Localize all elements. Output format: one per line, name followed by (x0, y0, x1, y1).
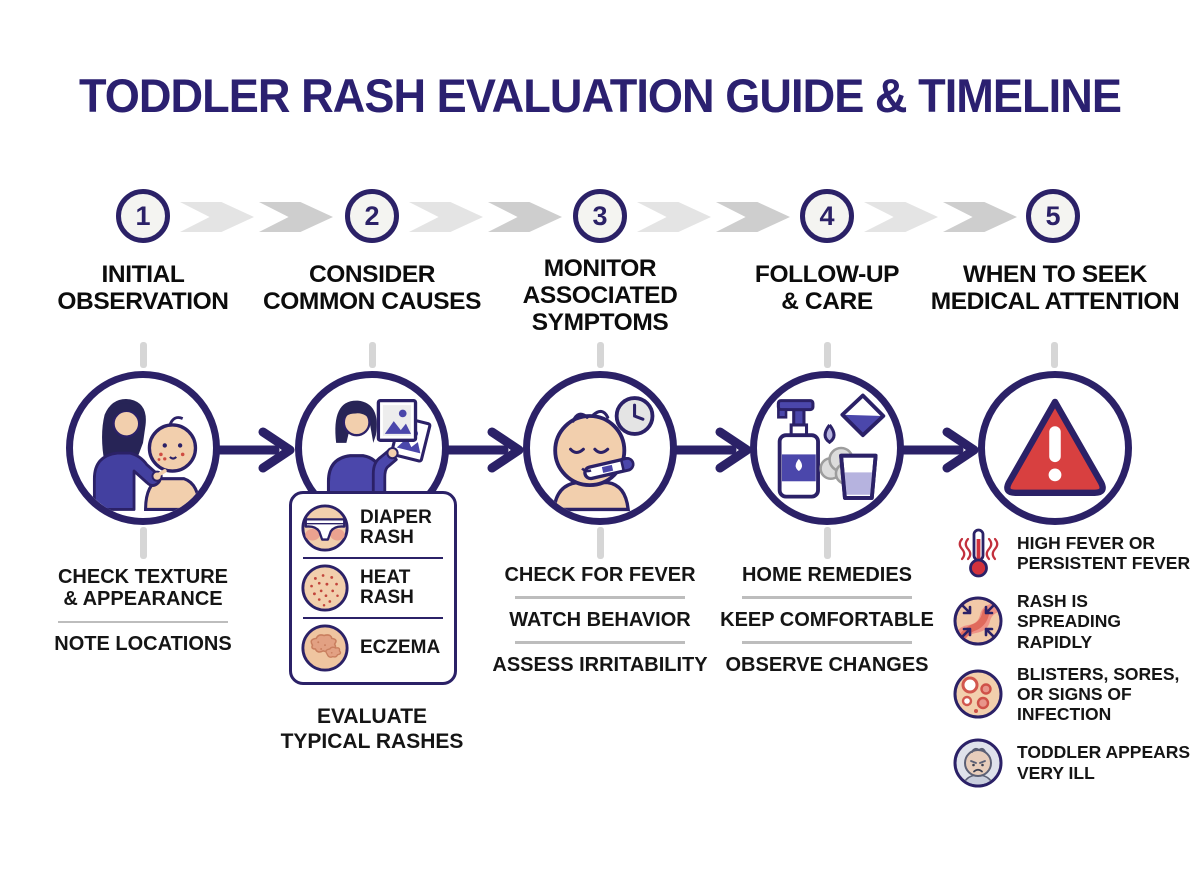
ill-toddler-icon (953, 738, 1003, 788)
warning-row: RASH IS SPREADING RAPIDLY (952, 591, 1194, 652)
connector-line (597, 527, 604, 559)
step-5-warnings: HIGH FEVER OR PERSISTENT FEVER RASH IS S… (952, 527, 1194, 789)
warning-label: HIGH FEVER OR PERSISTENT FEVER (1017, 532, 1191, 573)
chevron-right-icon (637, 202, 711, 232)
timeline-chevrons-4 (864, 200, 1017, 234)
warning-triangle-icon (1004, 398, 1106, 496)
warning-label: RASH IS SPREADING RAPIDLY (1017, 591, 1122, 652)
flow-arrow-icon (446, 427, 524, 473)
warning-label: TODDLER APPEARS VERY ILL (1017, 742, 1191, 783)
list-item: CHECK TEXTURE & APPEARANCE (57, 566, 228, 611)
connector-line (369, 342, 376, 368)
diaper-rash-icon (301, 504, 349, 552)
warning-row: HIGH FEVER OR PERSISTENT FEVER (952, 527, 1194, 579)
parent-examining-baby-icon (92, 399, 201, 511)
step-2-number-badge: 2 (345, 189, 399, 243)
list-item: CHECK FOR FEVER (504, 564, 696, 586)
list-item: ASSESS IRRITABILITY (492, 653, 708, 676)
rash-type-label: ECZEMA (360, 637, 441, 659)
item-divider (515, 596, 685, 599)
step-4-number-badge: 4 (800, 189, 854, 243)
step-5-heading: WHEN TO SEEK MEDICAL ATTENTION (930, 261, 1180, 315)
step-3-icon-circle (523, 371, 677, 525)
step-2-footer: EVALUATE TYPICAL RASHES (280, 705, 464, 754)
connector-line (140, 527, 147, 559)
page-title: TODDLER RASH EVALUATION GUIDE & TIMELINE (78, 69, 1122, 122)
list-item: WATCH BEHAVIOR (509, 608, 691, 631)
baby-thermometer-clock-icon (552, 396, 655, 512)
warning-label: BLISTERS, SORES, OR SIGNS OF INFECTION (1017, 663, 1180, 725)
step-4-items: HOME REMEDIES KEEP COMFORTABLE OBSERVE C… (697, 564, 957, 676)
step-5-icon-circle (978, 371, 1132, 525)
rash-types-box: DIAPER RASH HEAT RASH E (289, 491, 457, 685)
connector-line (1051, 342, 1058, 368)
chevron-right-icon (488, 202, 562, 232)
step-2-heading: CONSIDER COMMON CAUSES (262, 261, 482, 315)
flow-arrow-icon (901, 427, 979, 473)
rash-type-label: DIAPER RASH (360, 506, 432, 548)
flow-arrow-icon (674, 427, 752, 473)
chevron-right-icon (716, 202, 790, 232)
timeline-chevrons-3 (637, 200, 790, 234)
rash-type-row: HEAT RASH (300, 563, 446, 613)
step-1-items: CHECK TEXTURE & APPEARANCE NOTE LOCATION… (13, 566, 273, 656)
rash-type-row: ECZEMA (300, 623, 446, 673)
item-divider (515, 641, 685, 644)
step-3-items: CHECK FOR FEVER WATCH BEHAVIOR ASSESS IR… (470, 564, 730, 676)
blisters-infection-icon (953, 669, 1003, 719)
eczema-icon (301, 624, 349, 672)
spreading-rash-icon (953, 596, 1003, 646)
step-5-number-badge: 5 (1026, 189, 1080, 243)
step-4-icon-circle (750, 371, 904, 525)
rash-divider (303, 556, 443, 560)
connector-line (140, 342, 147, 368)
connector-line (597, 342, 604, 368)
list-item: NOTE LOCATIONS (54, 633, 232, 656)
timeline-chevrons-2 (409, 200, 562, 234)
step-3-number-badge: 3 (573, 189, 627, 243)
chevron-right-icon (864, 202, 938, 232)
warning-row: TODDLER APPEARS VERY ILL (952, 737, 1194, 789)
step-1-heading: INITIAL OBSERVATION (57, 261, 229, 315)
item-divider (742, 596, 912, 599)
step-3-heading: MONITOR ASSOCIATED SYMPTOMS (522, 255, 678, 336)
list-item: OBSERVE CHANGES (725, 653, 929, 676)
chevron-right-icon (259, 202, 333, 232)
step-1-number-badge: 1 (116, 189, 170, 243)
list-item: HOME REMEDIES (741, 564, 913, 586)
chevron-right-icon (943, 202, 1017, 232)
warning-row: BLISTERS, SORES, OR SIGNS OF INFECTION (952, 664, 1194, 725)
timeline-chevrons-1 (180, 200, 333, 234)
connector-line (824, 527, 831, 559)
rash-divider (303, 616, 443, 620)
home-care-products-icon (776, 393, 886, 500)
heat-rash-icon (301, 564, 349, 612)
item-divider (742, 641, 912, 644)
chevron-right-icon (409, 202, 483, 232)
connector-line (824, 342, 831, 368)
step-1-icon-circle (66, 371, 220, 525)
rash-type-label: HEAT RASH (360, 566, 414, 608)
rash-type-row: DIAPER RASH (300, 503, 446, 553)
flow-arrow-icon (217, 427, 295, 473)
item-divider (58, 620, 228, 624)
step-4-heading: FOLLOW-UP & CARE (754, 261, 900, 315)
chevron-right-icon (180, 202, 254, 232)
fever-thermometer-icon (958, 528, 999, 578)
list-item: KEEP COMFORTABLE (720, 608, 934, 631)
